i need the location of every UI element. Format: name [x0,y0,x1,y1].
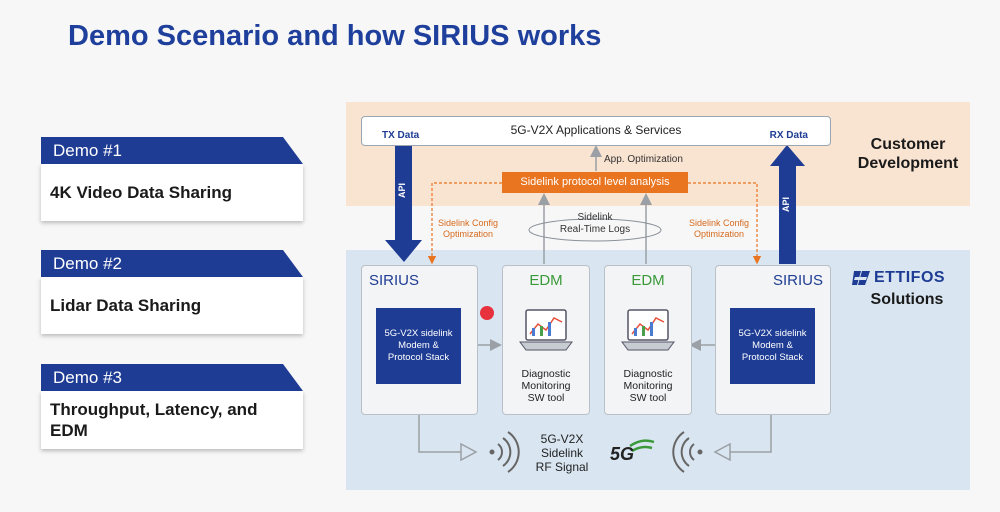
diag-2-line-2: Monitoring [623,380,673,392]
tx-data-label: TX Data [382,130,420,141]
diag-1-line-1: Diagnostic [521,368,571,380]
sirius-left-title: SIRIUS [369,272,420,289]
demo-3-line-2: EDM [50,421,88,440]
demo-3-header: Demo #3 [41,364,303,391]
config-optimization-right-label: Sidelink Config Optimization [683,218,755,240]
diag-tool-label-2: Diagnostic Monitoring SW tool [605,368,691,404]
logs-line-2: Real-Time Logs [559,224,631,235]
stack-right-line-1: 5G-V2X sidelink [738,328,807,339]
rf-antenna-left-icon [460,442,478,462]
edm-2-title: EDM [631,272,665,289]
edm-1-title: EDM [529,272,563,289]
demo-1-header: Demo #1 [41,137,303,164]
ettifos-brand-text: ETTIFOS [874,269,946,286]
demo-card-1: Demo #1 4K Video Data Sharing [41,137,303,221]
diag-1-line-3: SW tool [527,392,565,404]
signal-waves-left-icon [489,431,520,473]
edm-panel-1: EDM Diagnostic Monitoring SW tool [502,265,590,415]
config-right-line-1: Sidelink Config [688,218,750,228]
config-optimization-left-label: Sidelink Config Optimization [432,218,504,240]
app-optimization-label: App. Optimization [604,154,683,165]
diag-2-line-3: SW tool [629,392,667,404]
rx-data-label: RX Data [769,130,808,141]
diag-2-line-1: Diagnostic [623,368,673,380]
customer-development-label: Customer Development [848,135,968,173]
stack-left-line-3: Protocol Stack [387,352,450,363]
stack-left-line-2: Modem & [398,340,439,351]
laptop-chart-icon [519,309,573,351]
rf-line-3: RF Signal [535,460,589,474]
customer-label-line-1: Customer [870,136,946,153]
api-down-arrow-shaft [395,146,412,242]
applications-services-title: 5G-V2X Applications & Services [510,123,682,137]
rf-signal-label: 5G-V2X Sidelink RF Signal [522,432,602,474]
api-down-arrow-head [385,240,422,262]
customer-label-line-2: Development [857,155,959,172]
solutions-label: Solutions [870,291,944,308]
pointer-dot [480,306,494,320]
rf-line-right [730,413,772,453]
config-left-line-2: Optimization [442,229,494,239]
realtime-logs-label: Sidelink Real-Time Logs [555,212,635,236]
5g-waves-icon [629,439,655,453]
diag-1-line-2: Monitoring [521,380,571,392]
5g-logo: 5G [608,436,658,466]
edm-panel-2: EDM Diagnostic Monitoring SW tool [604,265,692,415]
config-loop-left [427,182,502,265]
demo-1-description: 4K Video Data Sharing [41,164,303,221]
sidelink-analysis-box: Sidelink protocol level analysis [502,172,688,193]
rf-line-left [418,413,461,453]
config-loop-right [688,182,762,265]
api-up-arrow-head [770,145,805,166]
ettifos-logo: ETTIFOS [852,268,962,288]
page-title: Demo Scenario and how SIRIUS works [68,20,602,52]
demo-3-line-1: Throughput, Latency, and [50,400,258,419]
rf-line-1: 5G-V2X [540,432,584,446]
stack-right-line-3: Protocol Stack [741,352,804,363]
demo-card-2: Demo #2 Lidar Data Sharing [41,250,303,334]
laptop-chart-icon [621,309,675,351]
api-up-arrow-shaft [779,164,796,264]
config-right-line-2: Optimization [693,229,745,239]
api-label-right: API [781,196,791,212]
rf-antenna-right-icon [713,442,731,462]
demo-2-description: Lidar Data Sharing [41,277,303,334]
rf-line-2: Sidelink [540,446,584,460]
demo-2-header: Demo #2 [41,250,303,277]
realtime-logs-ellipse [528,218,662,242]
ettifos-logo-mark-icon [852,271,870,285]
diag-tool-label-1: Diagnostic Monitoring SW tool [503,368,589,404]
sirius-right-title: SIRIUS [772,272,823,289]
config-left-line-1: Sidelink Config [437,218,499,228]
api-label-left: API [397,182,407,198]
applications-services-box: TX Data 5G-V2X Applications & Services R… [361,116,831,146]
logs-line-1: Sidelink [577,212,613,223]
signal-waves-right-icon [672,431,703,473]
stack-left-line-1: 5G-V2X sidelink [384,328,453,339]
5g-badge-text: 5G [610,444,635,464]
stack-right-line-2: Modem & [752,340,793,351]
